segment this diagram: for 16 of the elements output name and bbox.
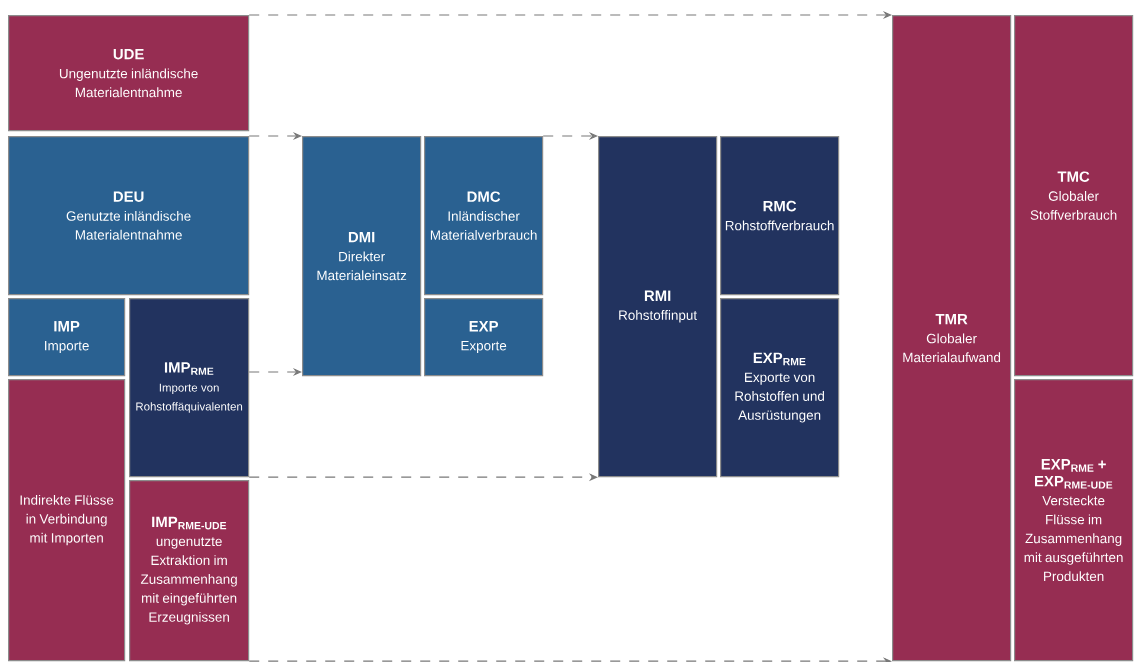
concept-box: UDE Ungenutzte inländische Materialentnahme [8, 15, 250, 132]
concept-box: IMP$_{RME-UDE}$ ungenutzte Extraktion im Zusammenhang mit eingeführten Erzeugnissen [129, 480, 250, 662]
arrow [248, 657, 892, 662]
concept-box: DEU Genutzte inländische Materialentnahme [8, 136, 250, 296]
concept-box: Indirekte Flüsse in Verbindung mit Importen [8, 379, 126, 662]
concept-box: TMR Globaler Materialaufwand [892, 15, 1012, 662]
concept-box: DMI Direkter Materialeinsatz [302, 136, 422, 377]
concept-box: IMP$_{RME}$ Importe von Rohstoffäquivalenten [129, 298, 250, 478]
concept-box: EXP Exporte [424, 298, 544, 377]
concept-box: IMP Importe [8, 298, 126, 377]
concept-box: TMC Globaler Stoffverbrauch [1014, 15, 1134, 377]
concept-box: RMC Rohstoffverbrauch [720, 136, 840, 296]
concept-box: RMI Rohstoffinput [598, 136, 718, 478]
concept-box: EXP$_{RME}$ Exporte von Rohstoffen und Ausrüstungen [720, 298, 840, 478]
concept-box: DMC Inländischer Materialverbrauch [424, 136, 544, 296]
concept-box: EXP$_{RME}$ + EXP$_{RME-UDE}$ Versteckte Flüsse im Zusammenhang mit ausgeführten Produkten [1014, 379, 1134, 662]
